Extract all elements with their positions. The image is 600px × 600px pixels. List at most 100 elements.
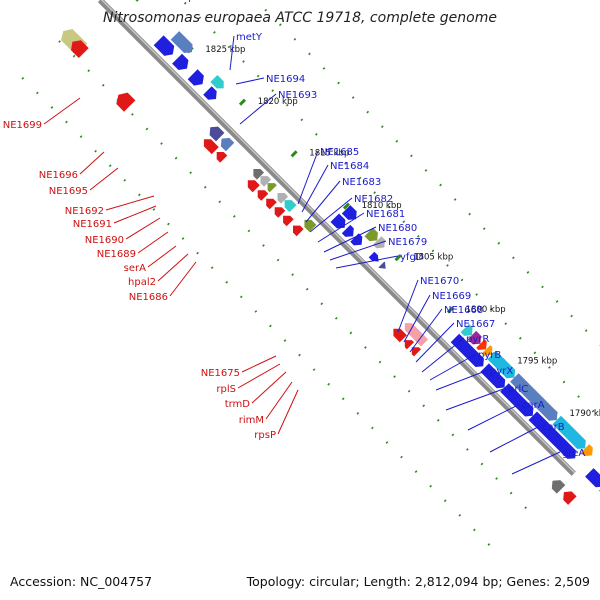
reverse-leader-line: [237, 363, 281, 389]
scale-tick-label: 1830 kbp: [154, 0, 194, 3]
forward-gene-label: pyrX: [490, 366, 513, 377]
gene-feature-7: [170, 31, 193, 53]
reverse-gene-label: rimM: [239, 415, 264, 426]
forward-leader-line: [301, 164, 329, 213]
reverse-gene-label: rplS: [216, 384, 236, 395]
reverse-gene-label: NE1695: [49, 186, 88, 197]
reverse-gene-label: NE1675: [201, 368, 240, 379]
gene-feature-45: [487, 350, 516, 379]
gene-feature-35: [378, 261, 386, 269]
gene-labels: metYNE1694NE1693NE1685NE1684NE1683NE1682…: [3, 32, 586, 459]
reverse-gene-label: trmD: [225, 399, 251, 410]
gene-feature-22: [274, 207, 286, 218]
gene-feature-41: [460, 323, 473, 336]
forward-gene-label: NE1668: [444, 305, 483, 316]
forward-leader-line: [297, 150, 319, 205]
track-grid-dots: [21, 0, 600, 553]
forward-leader-line: [445, 387, 507, 411]
scale-tick-label: 1820 kbp: [258, 97, 298, 107]
forward-gene-label: pyrB: [478, 350, 501, 361]
gene-feature-16: [253, 169, 264, 180]
backbone-line: [97, 0, 576, 476]
forward-gene-label: NE1685: [320, 147, 359, 158]
forward-gene-label: NE1670: [420, 276, 459, 287]
reverse-gene-label: NE1699: [3, 120, 42, 131]
forward-leader-line: [317, 212, 365, 243]
gene-feature-51: [580, 444, 593, 457]
reverse-gene-label: NE1696: [39, 170, 78, 181]
gene-feature-9: [203, 86, 217, 100]
gene-feature-39: [404, 323, 429, 347]
gene-feature-25: [284, 200, 297, 213]
gene-feature-31: [341, 205, 357, 220]
gene-feature-21: [266, 198, 277, 210]
gene-feature-15: [216, 152, 228, 163]
gene-feature-5: [153, 35, 175, 56]
gene-feature-50: [552, 415, 586, 449]
gene-feature-58: [563, 491, 577, 505]
forward-leader-line: [489, 425, 541, 453]
forward-leader-line: [429, 353, 477, 381]
gene-feature-26: [304, 219, 317, 232]
forward-gene-label: yfgD: [400, 252, 424, 263]
scale-tick-6: [446, 306, 454, 314]
forward-gene-label: carA: [522, 400, 545, 411]
forward-leader-line: [435, 369, 489, 391]
gene-feature-37: [404, 340, 414, 350]
gene-feature-33: [372, 236, 385, 249]
forward-gene-label: NE1682: [354, 194, 393, 205]
scale-tick-3: [290, 150, 298, 158]
reverse-leader-line: [265, 381, 293, 420]
gene-feature-57: [551, 480, 566, 494]
forward-leader-line: [403, 294, 431, 343]
reverse-gene-label: NE1690: [85, 235, 124, 246]
reverse-leader-line: [79, 151, 105, 175]
forward-gene-label: carB: [542, 422, 565, 433]
accession-text: Accession: NC_004757: [10, 574, 152, 589]
gene-feature-18: [267, 183, 277, 193]
forward-leader-line: [235, 77, 265, 85]
gene-feature-4: [71, 40, 89, 58]
track-guide-0: [21, 77, 497, 553]
gene-feature-10: [210, 75, 224, 89]
forward-gene-label: metY: [236, 32, 263, 43]
gene-feature-11: [116, 92, 136, 112]
gene-feature-49: [528, 411, 576, 459]
reverse-gene-label: NE1691: [73, 219, 112, 230]
reverse-leader-line: [251, 371, 287, 404]
forward-gene-label: NE1681: [366, 209, 405, 220]
forward-gene-label: NE1693: [278, 90, 317, 101]
forward-leader-line: [409, 308, 443, 353]
scale-tick-label: 1800 kbp: [466, 305, 506, 315]
forward-gene-label: prlC: [508, 384, 528, 395]
reverse-leader-line: [105, 195, 155, 211]
forward-gene-label: NE1669: [432, 291, 471, 302]
reverse-leader-line: [89, 167, 119, 191]
reverse-gene-label: hpal2: [128, 277, 156, 288]
genome-backbone: [97, 0, 576, 476]
forward-gene-label: NE1680: [378, 223, 417, 234]
forward-leader-line: [323, 226, 377, 253]
reverse-leader-line: [157, 253, 189, 282]
forward-leader-line: [239, 93, 277, 125]
forward-gene-label: NE1684: [330, 161, 369, 172]
gene-features: [61, 29, 600, 505]
forward-gene-label: pyrR: [466, 334, 489, 345]
reverse-leader-line: [277, 389, 299, 435]
scale-tick-4: [342, 202, 350, 210]
gene-feature-46: [480, 363, 506, 389]
scale-tick-label: 1805 kbp: [413, 253, 453, 263]
forward-leader-line: [397, 279, 419, 333]
forward-gene-label: greA: [562, 448, 585, 459]
reverse-gene-label: NE1686: [129, 292, 168, 303]
reverse-leader-line: [43, 97, 81, 125]
gene-feature-17: [260, 176, 272, 187]
scale-tick-0: [135, 0, 139, 2]
forward-leader-line: [329, 240, 387, 261]
forward-leader-line: [467, 403, 521, 431]
scale-tick-label: 1825 kbp: [205, 45, 245, 55]
reverse-leader-line: [169, 261, 197, 297]
forward-leader-line: [335, 255, 399, 269]
forward-gene-label: NE1683: [342, 177, 381, 188]
